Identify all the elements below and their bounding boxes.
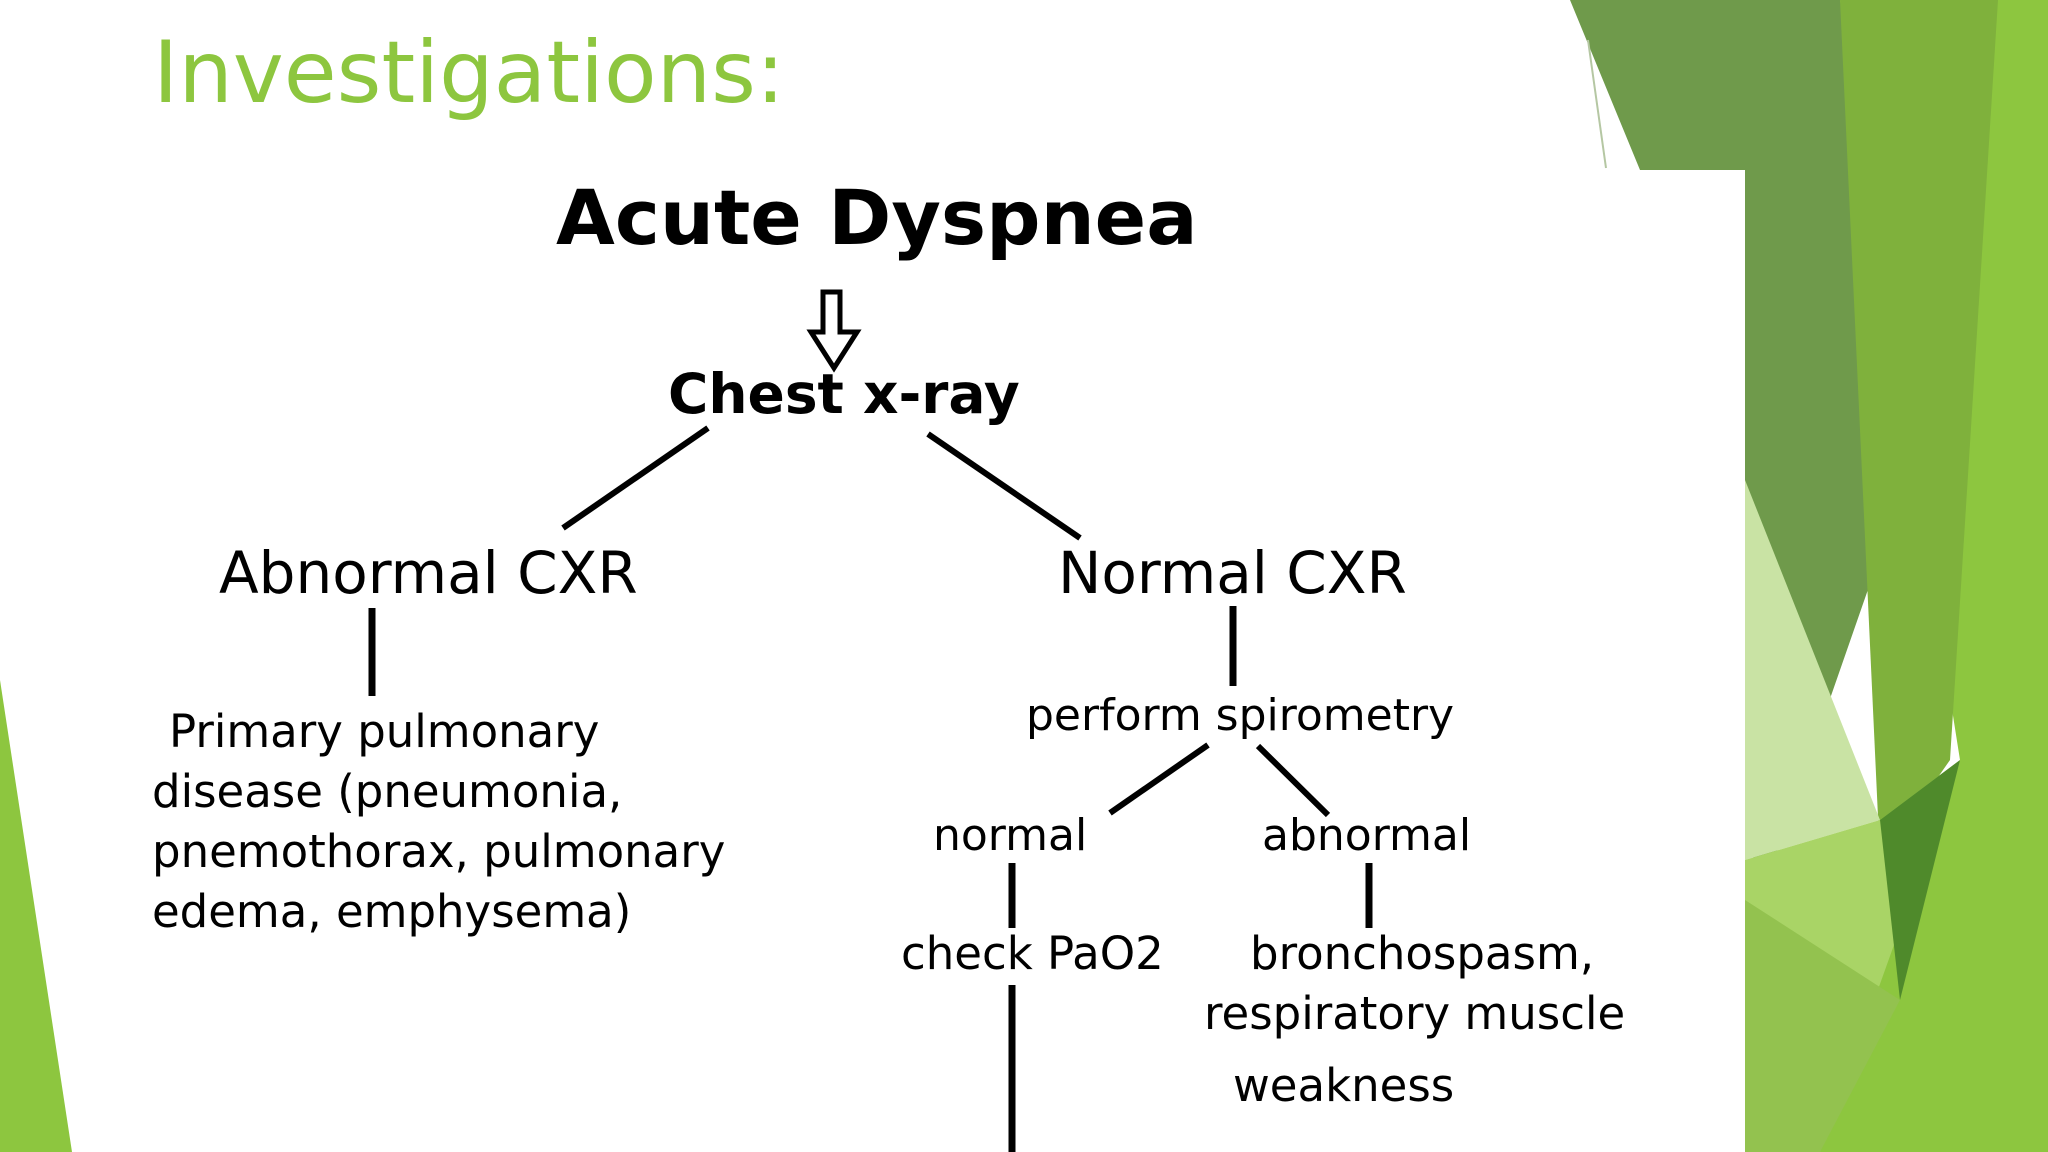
diagram-panel <box>150 170 1745 1152</box>
node-spirometry-normal: normal <box>933 810 1088 861</box>
connector-spirometry-to-abnormal <box>1255 743 1331 818</box>
primary-pulmonary-line-1: Primary pulmonary <box>169 705 600 758</box>
node-acute-dyspnea: Acute Dyspnea <box>556 173 1198 262</box>
bronchospasm-line-3: weakness <box>1233 1059 1455 1112</box>
bronchospasm-line-1: bronchospasm, <box>1250 927 1595 980</box>
right-thin-line <box>1587 39 1607 169</box>
right-shape-mid-green <box>1840 0 1998 860</box>
connector-xray-to-normal <box>926 431 1082 541</box>
bronchospasm-line-2: respiratory muscle <box>1204 987 1626 1040</box>
right-shape-olive <box>1745 900 1900 1152</box>
down-arrow-icon <box>806 289 862 373</box>
right-shape-pale-green <box>1745 480 1880 860</box>
left-green-sliver <box>0 680 72 1152</box>
node-abnormal-cxr: Abnormal CXR <box>219 539 638 607</box>
primary-pulmonary-line-2: disease (pneumonia, <box>152 765 623 818</box>
primary-pulmonary-line-3: pnemothorax, pulmonary <box>152 825 726 878</box>
right-shape-bright-green <box>1790 0 2048 1152</box>
node-primary-pulmonary-disease: Primary pulmonary disease (pneumonia, pn… <box>152 702 725 942</box>
right-shape-deep-green <box>1880 760 1960 1000</box>
node-normal-cxr: Normal CXR <box>1058 539 1407 607</box>
node-perform-spirometry: perform spirometry <box>1026 690 1455 741</box>
connector-spirometry-to-normal <box>1108 742 1210 816</box>
node-chest-xray: Chest x-ray <box>668 362 1020 426</box>
slide-title: Investigations: <box>153 23 785 123</box>
connector-xray-to-abnormal <box>561 425 710 531</box>
node-spirometry-abnormal: abnormal <box>1262 810 1472 861</box>
node-check-pao2: check PaO2 <box>901 927 1164 980</box>
primary-pulmonary-line-4: edema, emphysema) <box>152 885 632 938</box>
node-bronchospasm: bronchospasm, respiratory muscle weaknes… <box>1204 924 1625 1116</box>
